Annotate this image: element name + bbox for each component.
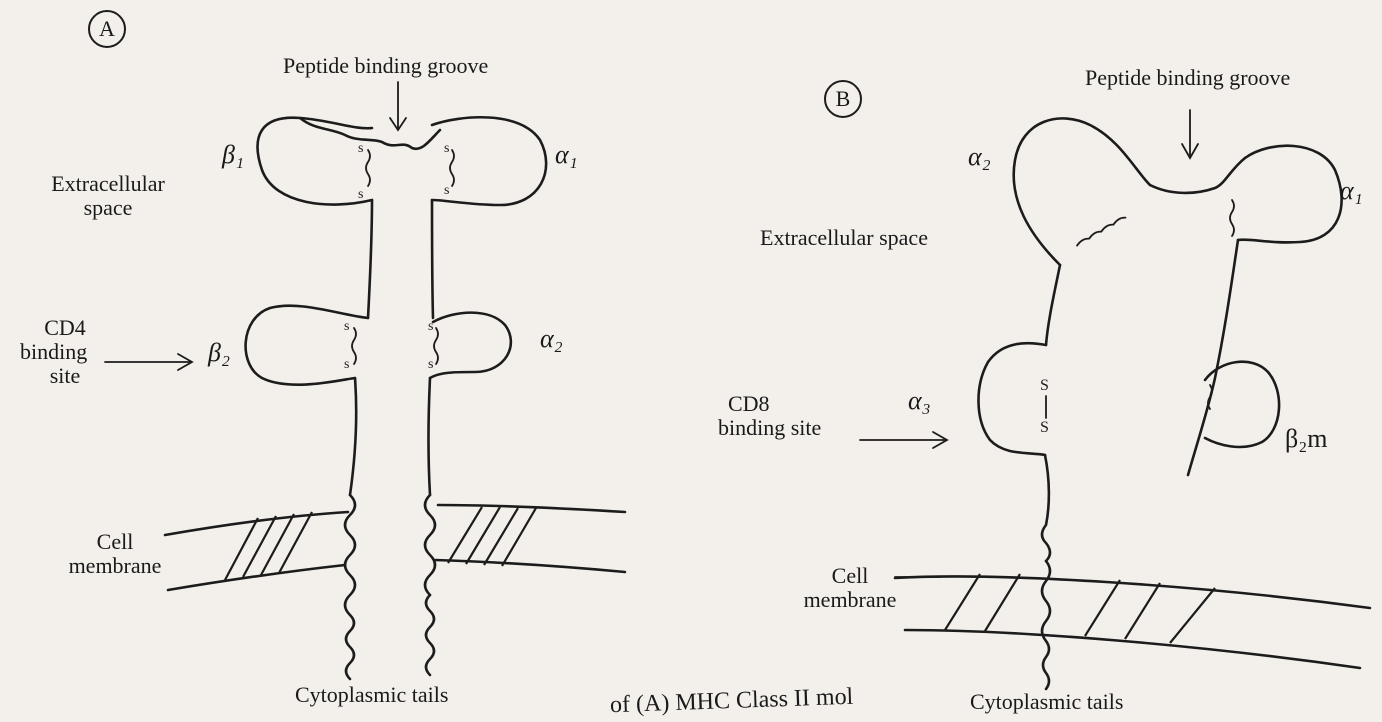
- svg-text:s: s: [428, 319, 433, 334]
- a-cd4-line1: CD4: [20, 316, 110, 340]
- a-alpha2-domain: [430, 313, 511, 378]
- b-disulfide-bonds: S S: [1040, 200, 1234, 436]
- a-beta-stem: [350, 378, 356, 495]
- a-cd4-line2: binding: [20, 340, 110, 364]
- panel-a-letter: A: [88, 10, 126, 48]
- b-cd8-line2: binding site: [718, 416, 821, 440]
- svg-text:s: s: [358, 141, 363, 156]
- b-membrane-outer: [895, 577, 1370, 608]
- b-membrane-line2: membrane: [800, 588, 900, 612]
- a-membrane-line2: membrane: [60, 554, 170, 578]
- svg-text:s: s: [444, 183, 449, 198]
- b-right-strand: [1188, 240, 1238, 475]
- b-b2m-label: β₂m: [1285, 424, 1328, 454]
- b-heavy-tail: [1043, 641, 1049, 689]
- a-beta-tail: [346, 615, 354, 679]
- a-alpha-chain-upper: [432, 200, 433, 318]
- a-groove-label: Peptide binding groove: [283, 54, 488, 78]
- a-groove: [300, 118, 440, 149]
- b-alpha1-domain: [1238, 146, 1342, 243]
- b-membrane-inner: [905, 630, 1360, 668]
- a-beta1-domain: [258, 118, 372, 205]
- a-extracellular-line2: space: [38, 196, 178, 220]
- a-beta2-domain: [246, 306, 368, 385]
- a-alpha-tm: [425, 495, 435, 595]
- svg-text:s: s: [358, 187, 363, 202]
- b-alpha1-label: α₁: [1340, 176, 1363, 206]
- a-membrane-label: Cell membrane: [60, 530, 170, 578]
- svg-text:s: s: [344, 319, 349, 334]
- a-cd4-line3: site: [20, 364, 110, 388]
- b-membrane-line1: Cell: [800, 564, 900, 588]
- panel-a-letter-text: A: [99, 16, 115, 42]
- panel-b-letter: B: [824, 80, 862, 118]
- b-heavy-chain-mid: [1046, 265, 1060, 345]
- a-membrane-inner: [168, 565, 345, 590]
- b-groove-label: Peptide binding groove: [1085, 66, 1290, 90]
- b-membrane-label: Cell membrane: [800, 564, 900, 612]
- a-beta2-label: β₂: [208, 338, 230, 368]
- a-alpha2-label: α₂: [540, 324, 563, 354]
- svg-text:S: S: [1040, 377, 1049, 394]
- panel-b-letter-text: B: [836, 86, 851, 112]
- b-groove: [1150, 158, 1245, 193]
- a-cd4-label: CD4 binding site: [20, 316, 110, 389]
- b-alpha2-domain: [1014, 118, 1150, 265]
- a-alpha-stem: [429, 378, 431, 495]
- b-extracellular-label: Extracellular space: [760, 226, 928, 250]
- a-membrane-outer: [165, 512, 348, 535]
- b-tails-label: Cytoplasmic tails: [970, 690, 1123, 714]
- b-heavy-stem: [1042, 455, 1050, 561]
- b-cd8-line1: CD8: [718, 392, 821, 416]
- a-extracellular-label: Extracellular space: [38, 172, 178, 220]
- a-disulfide-bonds: s s s s s s s s: [344, 141, 454, 372]
- a-tails-label: Cytoplasmic tails: [295, 683, 448, 707]
- b-cd8-label: CD8 binding site: [718, 392, 821, 440]
- svg-text:s: s: [344, 357, 349, 372]
- b-heavy-tm: [1042, 561, 1050, 641]
- svg-text:s: s: [444, 141, 449, 156]
- a-beta1-label: β₁: [222, 140, 244, 170]
- a-beta-chain-upper: [368, 200, 372, 318]
- a-extracellular-line1: Extracellular: [38, 172, 178, 196]
- svg-text:s: s: [428, 357, 433, 372]
- b-alpha3-label: α₃: [908, 386, 931, 416]
- b-alpha3-domain: [978, 343, 1046, 455]
- a-alpha1-label: α₁: [555, 140, 578, 170]
- b-alpha2-label: α₂: [968, 142, 991, 172]
- a-alpha-tail: [426, 595, 434, 675]
- svg-text:S: S: [1040, 419, 1049, 436]
- a-membrane-line1: Cell: [60, 530, 170, 554]
